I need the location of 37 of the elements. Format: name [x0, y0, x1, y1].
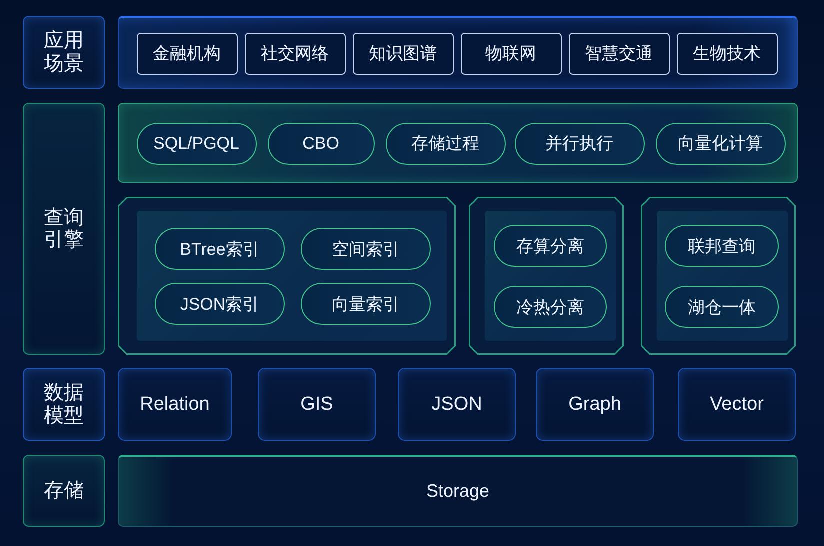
scenario-box: 物联网: [460, 32, 562, 74]
layer-label: 存储: [23, 455, 105, 527]
feature-pill: 存算分离: [494, 225, 607, 267]
feature-pill: BTree索引: [155, 228, 285, 270]
module-panel: [641, 197, 796, 355]
inner-panel: [137, 211, 447, 341]
scenario-box: 知识图谱: [352, 32, 454, 74]
scenario-box: 生物技术: [676, 32, 778, 74]
data-model-box: Vector: [678, 368, 796, 441]
layer-label: 应用场景: [23, 16, 105, 89]
inner-panel: [657, 211, 788, 341]
scenario-box: 社交网络: [244, 32, 346, 74]
feature-pill: 湖仓一体: [665, 286, 779, 328]
data-model-box: JSON: [398, 368, 516, 441]
feature-pill: 向量索引: [301, 283, 431, 325]
inner-panel: [485, 211, 616, 341]
feature-pill: SQL/PGQL: [136, 122, 256, 164]
scenario-box: 智慧交通: [568, 32, 670, 74]
feature-pill: 存储过程: [386, 122, 506, 164]
data-model-box: GIS: [258, 368, 376, 441]
storage-bar: Storage: [118, 455, 798, 527]
feature-pill: 空间索引: [301, 228, 431, 270]
feature-pill: 冷热分离: [494, 286, 607, 328]
module-panel: [469, 197, 624, 355]
feature-pill: 向量化计算: [656, 122, 786, 164]
layer-label: 查询引擎: [23, 103, 105, 355]
layer-label: 数据模型: [23, 368, 105, 441]
scenario-panel: [118, 16, 798, 89]
scenario-box: 金融机构: [136, 32, 238, 74]
feature-pill: 并行执行: [514, 122, 644, 164]
feature-pill: 联邦查询: [665, 225, 779, 267]
query-feature-panel: [118, 103, 798, 183]
data-model-box: Graph: [536, 368, 654, 441]
module-panel: [118, 197, 456, 355]
data-model-box: Relation: [118, 368, 232, 441]
feature-pill: JSON索引: [155, 283, 285, 325]
feature-pill: CBO: [268, 122, 374, 164]
